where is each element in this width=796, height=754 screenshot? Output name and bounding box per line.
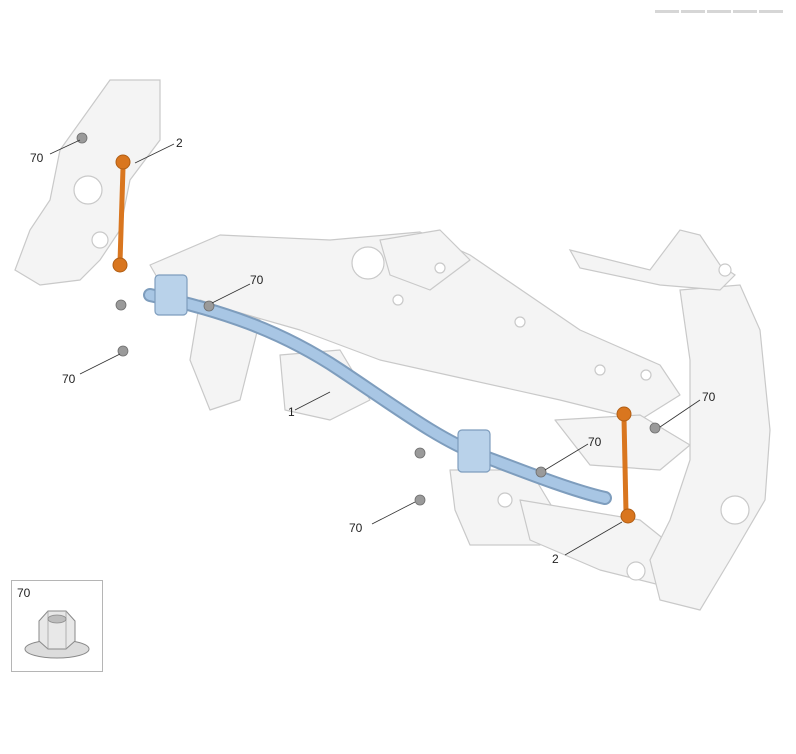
stabilizer-bar [143,288,612,505]
leader-lines [49,139,701,556]
callout-70-bottom: 70 [349,521,363,535]
callout-70-mid-left: 70 [250,273,264,287]
callout-70-right-mid: 70 [588,435,602,449]
flange-nut-icon [24,610,90,659]
right-knuckle [568,229,771,611]
subframe [149,229,691,586]
bar-bushings [154,274,491,473]
top-toolbar-remnant [655,0,785,13]
inset-nut-detail: 70 [11,580,103,672]
stabilizer-links [112,154,636,524]
nuts [76,132,661,506]
callout-70-lower-left: 70 [62,372,76,386]
callout-1: 1 [288,405,295,419]
inset-label: 70 [17,586,31,600]
callout-2-top: 2 [176,136,183,150]
callout-2-bottom: 2 [552,552,559,566]
left-knuckle [14,79,161,286]
callout-70-right-upper: 70 [702,390,716,404]
callout-70-top-left: 70 [30,151,44,165]
